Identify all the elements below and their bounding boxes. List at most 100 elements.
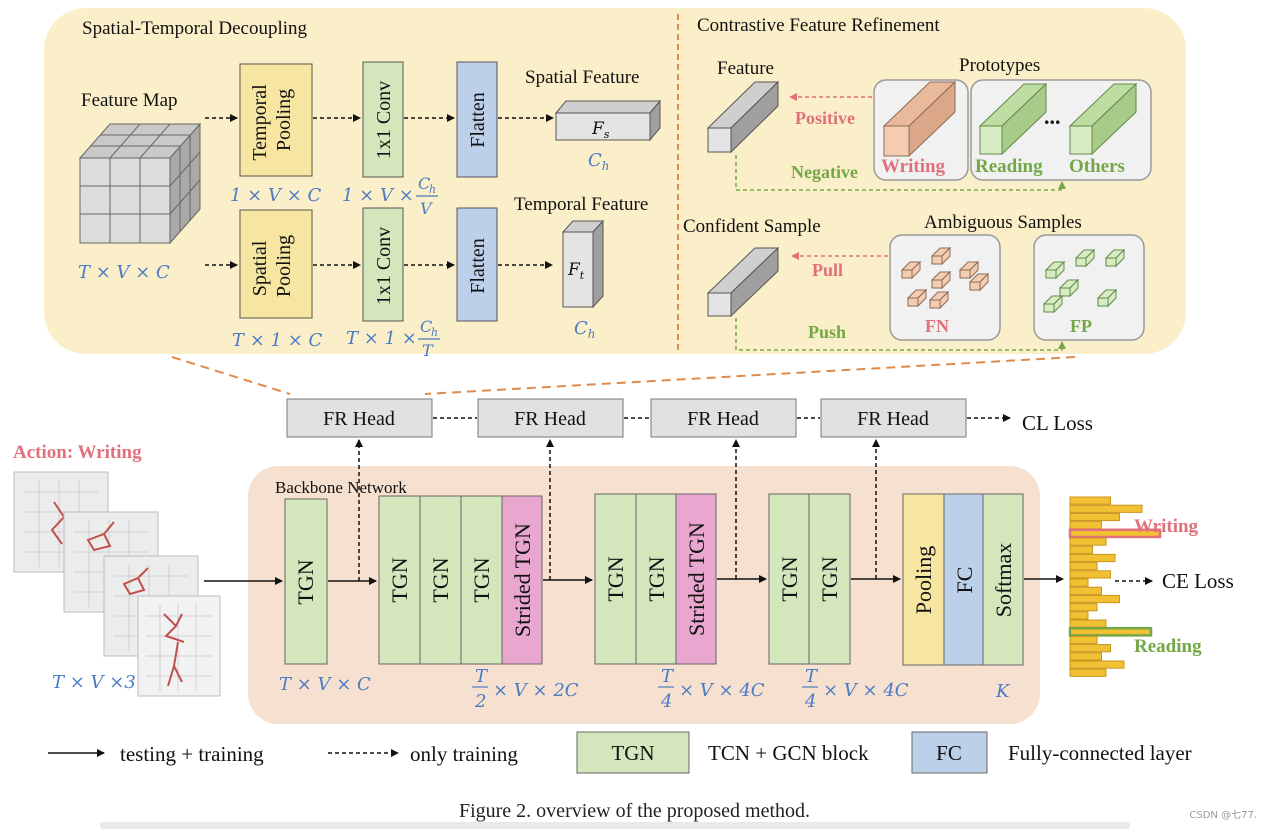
writing-prototype-label: Writing xyxy=(881,156,946,177)
svg-text:4: 4 xyxy=(804,691,816,712)
histogram-bar xyxy=(1069,578,1089,587)
pull-label: Pull xyxy=(812,260,843,280)
reading-prototype-label: Reading xyxy=(975,156,1043,177)
zoom-line-right xyxy=(424,356,1076,395)
spatial-feature-label: Spatial Feature xyxy=(525,67,640,88)
fr-head-1-label: FR Head xyxy=(323,408,395,430)
histogram-bar xyxy=(1069,521,1102,530)
others-prototype-label: Others xyxy=(1069,156,1125,177)
dim-stage-1: T × V × C xyxy=(279,674,371,695)
histogram-bar xyxy=(1068,528,1162,539)
histogram-bar xyxy=(1069,611,1089,620)
histogram-bar xyxy=(1069,562,1098,571)
fn-samples xyxy=(900,246,990,310)
strided-tgn-block-2-label: Strided TGN xyxy=(684,522,709,636)
svg-text:× V × 4C: × V × 4C xyxy=(679,680,765,701)
histogram-bar xyxy=(1069,586,1102,595)
reading-prototype-bar xyxy=(978,82,1048,156)
input-dim: T × V ×3 xyxy=(52,672,136,693)
flatten-label-spatial: Flatten xyxy=(467,238,489,294)
histogram-bar xyxy=(1069,512,1120,522)
feature-map-label: Feature Map xyxy=(81,90,178,111)
svg-text:× V × 4C: × V × 4C xyxy=(823,680,909,701)
svg-text:2: 2 xyxy=(474,691,486,712)
dim-stage-4: T 4 × V × 4C xyxy=(802,666,909,712)
histogram-bar xyxy=(1069,594,1120,604)
zoom-line-left xyxy=(171,356,291,395)
histogram-bar xyxy=(1069,537,1107,546)
svg-text:T × 1 ×: T × 1 × xyxy=(346,328,417,349)
action-label: Action: Writing xyxy=(13,442,142,463)
feature-map-cube xyxy=(78,122,202,245)
tgn-block-8 xyxy=(808,493,851,665)
histogram-reading-label: Reading xyxy=(1134,636,1202,657)
temporal-pooling-dim: 1 × V × C xyxy=(230,185,322,206)
histogram-bar xyxy=(1069,644,1111,653)
svg-text:1 × V ×: 1 × V × xyxy=(342,185,414,206)
temporal-pooling-label: Temporal Pooling xyxy=(249,79,295,160)
spatial-pooling-label: Spatial Pooling xyxy=(249,235,295,297)
dim-stage-3: T 4 × V × 4C xyxy=(658,666,765,712)
ce-loss-label: CE Loss xyxy=(1162,569,1234,593)
cl-loss-label: CL Loss xyxy=(1022,411,1093,435)
others-prototype-bar xyxy=(1068,82,1138,156)
svg-text:4: 4 xyxy=(660,691,672,712)
histogram-bar xyxy=(1069,660,1125,669)
legend-fc-swatch xyxy=(911,731,988,774)
fr-head-2 xyxy=(477,398,624,438)
pooling-block xyxy=(902,493,945,666)
tgn-block-1 xyxy=(284,498,328,665)
legend-dashed-label: only training xyxy=(410,742,518,766)
histogram-bar xyxy=(1069,668,1107,677)
tgn-block-1-label: TGN xyxy=(293,559,318,604)
svg-text:C: C xyxy=(420,317,432,336)
flatten-block-temporal xyxy=(456,61,498,178)
spatial-pooling-dim: T × 1 × C xyxy=(232,330,323,351)
tgn-block-6-label: TGN xyxy=(644,556,669,601)
watermark: CSDN @七77. xyxy=(1189,810,1257,821)
fp-samples xyxy=(1042,248,1126,314)
tgn-block-4 xyxy=(460,495,503,665)
dim-k: K xyxy=(995,681,1011,702)
tgn-block-5 xyxy=(594,493,637,665)
dim-stage-2: T 2 × V × 2C xyxy=(472,666,579,712)
skeleton-frames xyxy=(13,471,221,697)
histogram-bar xyxy=(1069,570,1111,579)
std-title: Spatial-Temporal Decoupling xyxy=(82,18,308,39)
ch-label-spatial: Ch xyxy=(588,150,610,173)
histogram-bar xyxy=(1069,545,1093,554)
tgn-block-5-label: TGN xyxy=(603,556,628,601)
conv-block-temporal xyxy=(362,61,404,178)
histogram-bar xyxy=(1069,496,1111,505)
histogram-bar xyxy=(1069,652,1102,661)
flatten-block-spatial xyxy=(456,207,498,322)
legend-tgn-label: TGN xyxy=(611,741,654,765)
histogram-bar xyxy=(1069,553,1116,563)
histogram-bar xyxy=(1069,619,1107,628)
svg-text:C: C xyxy=(418,174,430,193)
scrollbar-track[interactable] xyxy=(100,822,1130,829)
tgn-block-8-label: TGN xyxy=(817,556,842,601)
figure-caption: Figure 2. overview of the proposed metho… xyxy=(458,800,811,822)
svg-text:T: T xyxy=(805,666,819,687)
pooling-block-label: Pooling xyxy=(911,546,936,614)
strided-tgn-block-2 xyxy=(675,493,717,665)
cfr-feature-bar xyxy=(706,80,780,154)
fr-head-1 xyxy=(286,398,433,438)
fc-block-label: FC xyxy=(952,567,977,594)
svg-text:T: T xyxy=(661,666,675,687)
fr-head-3-label: FR Head xyxy=(687,408,759,430)
fr-head-4 xyxy=(820,398,967,438)
feature-map-dim: T × V × C xyxy=(78,262,170,283)
strided-tgn-block-1-label: Strided TGN xyxy=(510,523,535,637)
tgn-block-3 xyxy=(419,495,462,665)
svg-text:h: h xyxy=(431,326,438,339)
temporal-pooling-block xyxy=(239,63,313,177)
legend-fc-label: FC xyxy=(936,741,962,765)
conv-label-temporal: 1x1 Conv xyxy=(373,81,395,159)
fn-label: FN xyxy=(925,316,949,336)
negative-arrow xyxy=(735,155,1066,191)
push-label: Push xyxy=(808,322,846,342)
svg-text:T: T xyxy=(475,666,489,687)
